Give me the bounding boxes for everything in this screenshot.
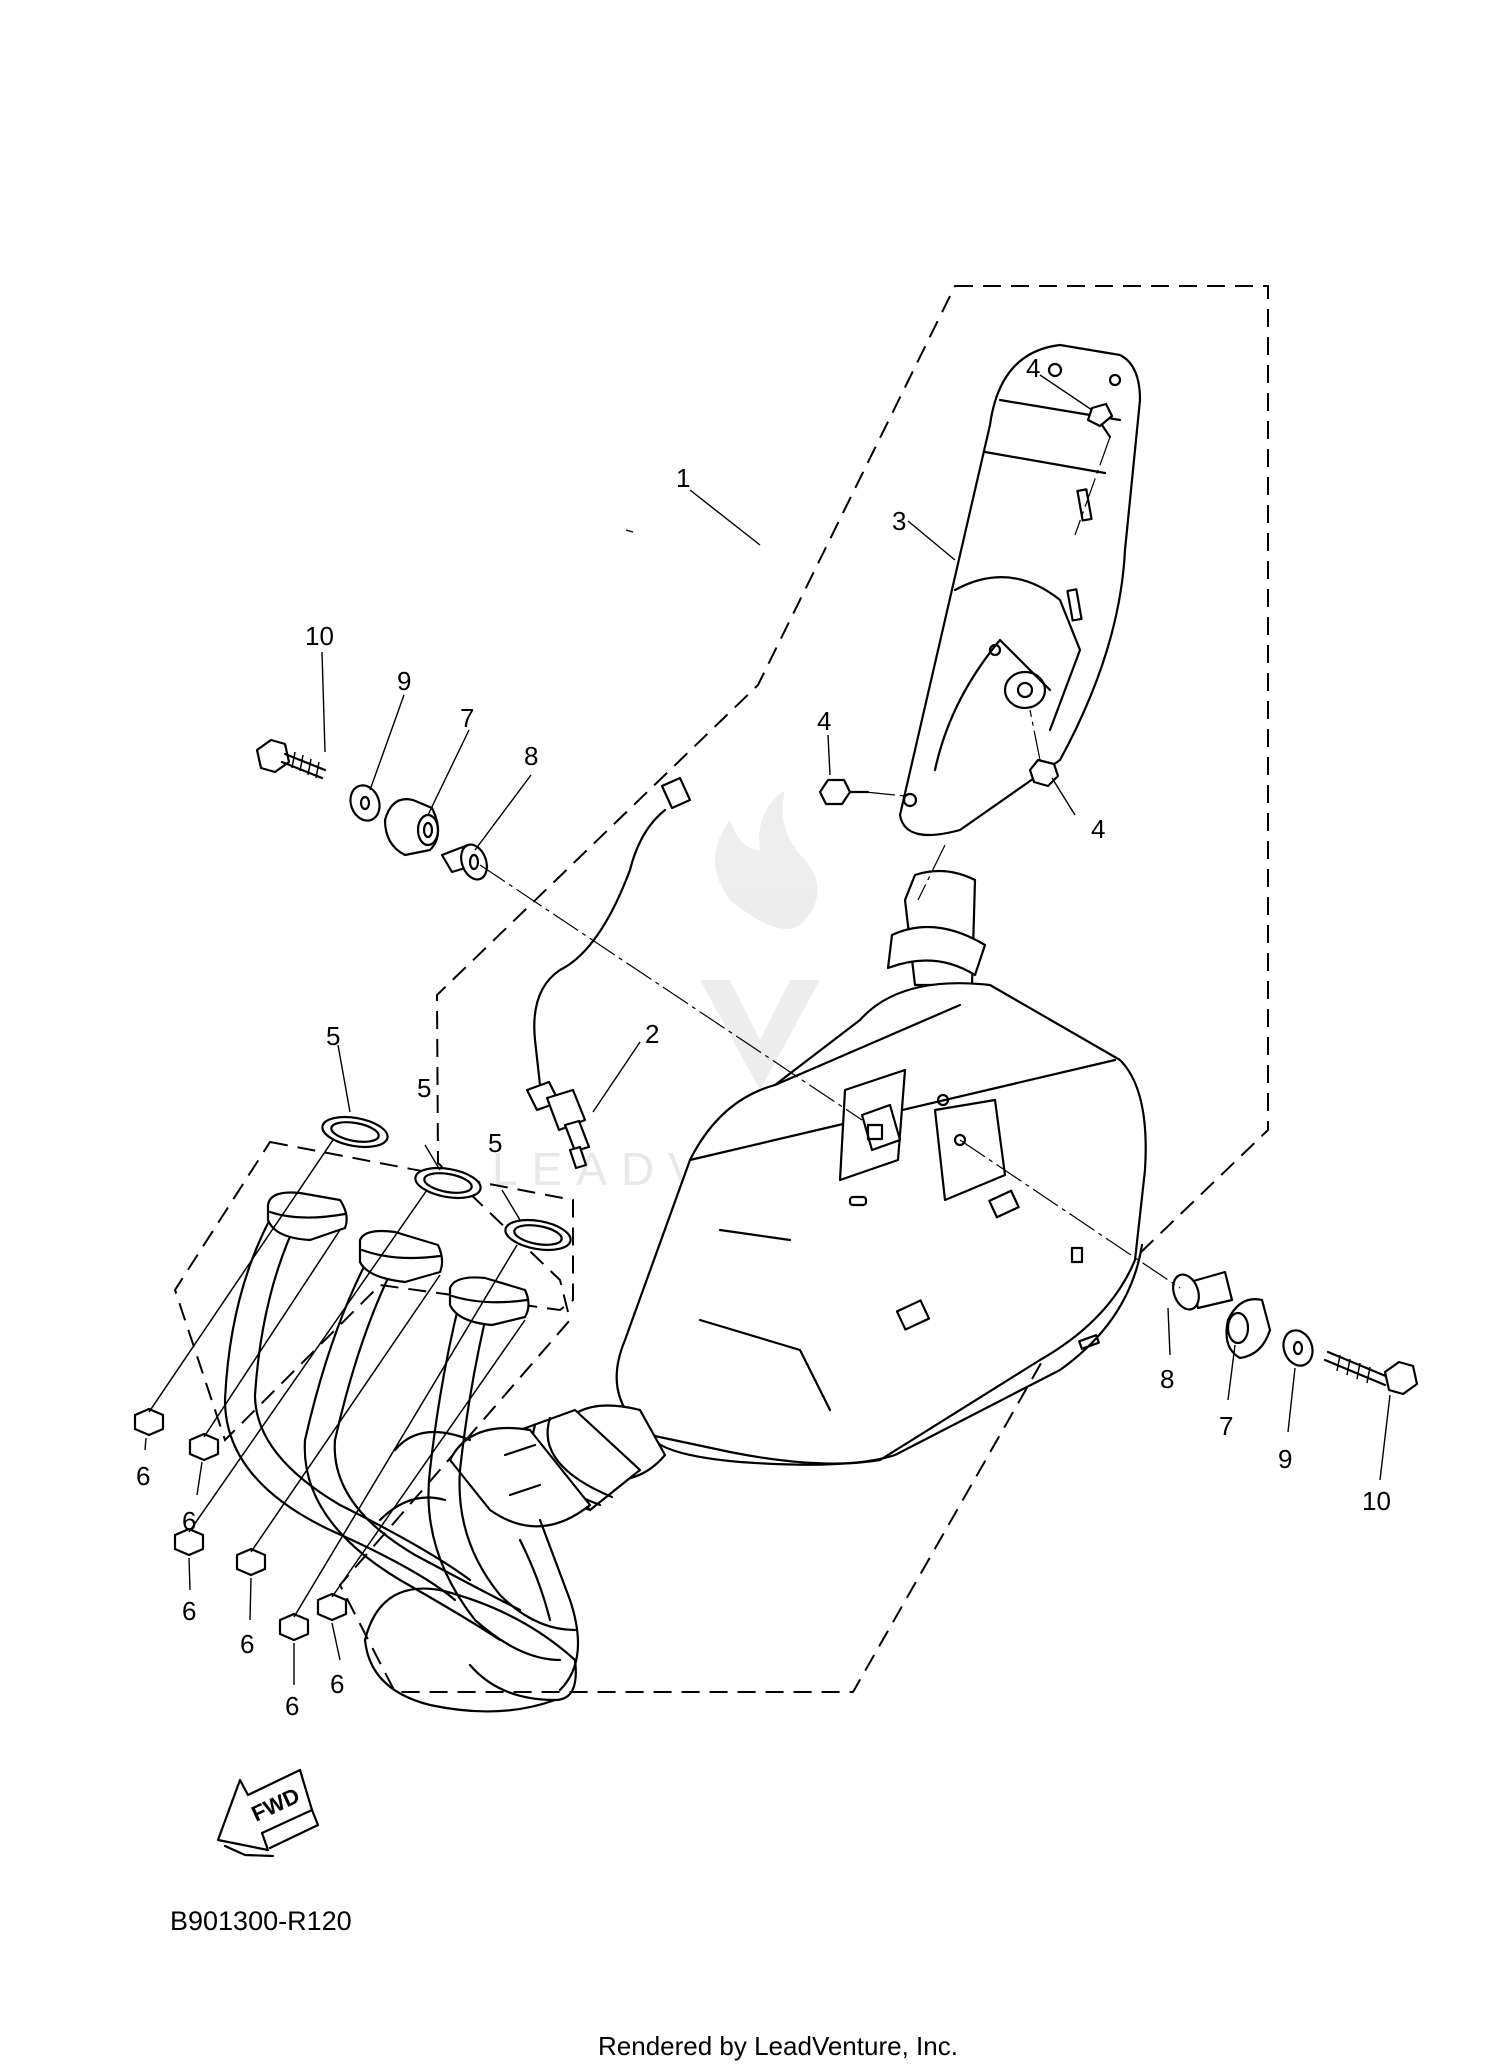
- callout-7-right: 7: [1219, 1411, 1233, 1441]
- flange-nut-2: [188, 1432, 220, 1462]
- callout-5-a: 5: [326, 1021, 340, 1051]
- heat-shield-axis: [917, 844, 946, 901]
- left-mount-collar: [440, 843, 488, 881]
- leader-lines: [144, 374, 1391, 1685]
- left-mount-washer: [349, 784, 381, 822]
- exhaust-header-pipes: [223, 1191, 580, 1713]
- heat-shield-screw-top: [1086, 402, 1114, 439]
- heat-shield-screw-right: [1028, 758, 1060, 788]
- callout-5-c: 5: [488, 1128, 502, 1158]
- callout-4-right: 4: [1091, 814, 1105, 844]
- callout-4-top: 4: [1026, 353, 1040, 383]
- callout-6-d: 6: [240, 1629, 254, 1659]
- callout-5-b: 5: [417, 1073, 431, 1103]
- gasket-2-inner: [423, 1172, 473, 1194]
- callout-6-a: 6: [136, 1461, 150, 1491]
- flange-nut-5: [278, 1612, 310, 1642]
- right-mount-bolt: [1323, 1350, 1419, 1396]
- callout-6-e: 6: [285, 1691, 299, 1721]
- callout-10-left: 10: [305, 621, 334, 651]
- muffler: [615, 869, 1147, 1466]
- callout-6-c: 6: [182, 1596, 196, 1626]
- left-bolt-axis: [479, 864, 863, 1121]
- oxygen-sensor: [525, 776, 692, 1170]
- screw-axis-right: [1029, 709, 1041, 761]
- callout-9-right: 9: [1278, 1444, 1292, 1474]
- gasket-1: [321, 1115, 389, 1149]
- gasket-3: [504, 1218, 572, 1252]
- right-mount-washer: [1282, 1329, 1314, 1367]
- heat-shield-screw-left: [818, 778, 870, 806]
- callout-1: 1: [676, 463, 690, 493]
- forward-direction-arrow: FWD: [216, 1768, 320, 1858]
- heat-shield: [898, 343, 1142, 837]
- callout-2: 2: [645, 1019, 659, 1049]
- flange-stud-axes: [148, 1139, 526, 1618]
- callout-labels: 1 2 3 4 4 4 5 5 5 6 6 6 6 6 6 7 7 8 8 9 …: [136, 353, 1391, 1721]
- right-bolt-axis: [959, 1139, 1181, 1289]
- screw-axis-left: [864, 791, 906, 797]
- flange-nut-1: [133, 1407, 165, 1437]
- callout-4-left: 4: [817, 706, 831, 736]
- callout-6-f: 6: [330, 1669, 344, 1699]
- callout-6-b: 6: [182, 1506, 196, 1536]
- callout-3: 3: [892, 506, 906, 536]
- collector-pipe: [448, 1404, 667, 1528]
- callout-9-left: 9: [397, 666, 411, 696]
- callout-8-right: 8: [1160, 1364, 1174, 1394]
- screw-axis-top: [1074, 436, 1111, 536]
- callout-7-left: 7: [460, 703, 474, 733]
- render-credit: Rendered by LeadVenture, Inc.: [598, 2031, 958, 2061]
- gasket-1-inner: [330, 1121, 380, 1143]
- right-mount-collar: [1172, 1270, 1234, 1311]
- left-mount-grommet: [383, 798, 440, 857]
- gasket-2: [414, 1166, 482, 1200]
- flange-nut-6: [316, 1592, 348, 1622]
- diagram-part-code: B901300-R120: [170, 1906, 352, 1936]
- right-mount-grommet: [1225, 1298, 1272, 1360]
- flange-nut-4: [235, 1547, 267, 1577]
- flange-nut-3: [173, 1527, 205, 1557]
- callout-10-right: 10: [1362, 1486, 1391, 1516]
- left-mount-bolt: [255, 738, 327, 780]
- callout-8-left: 8: [524, 741, 538, 771]
- gasket-3-inner: [513, 1224, 563, 1246]
